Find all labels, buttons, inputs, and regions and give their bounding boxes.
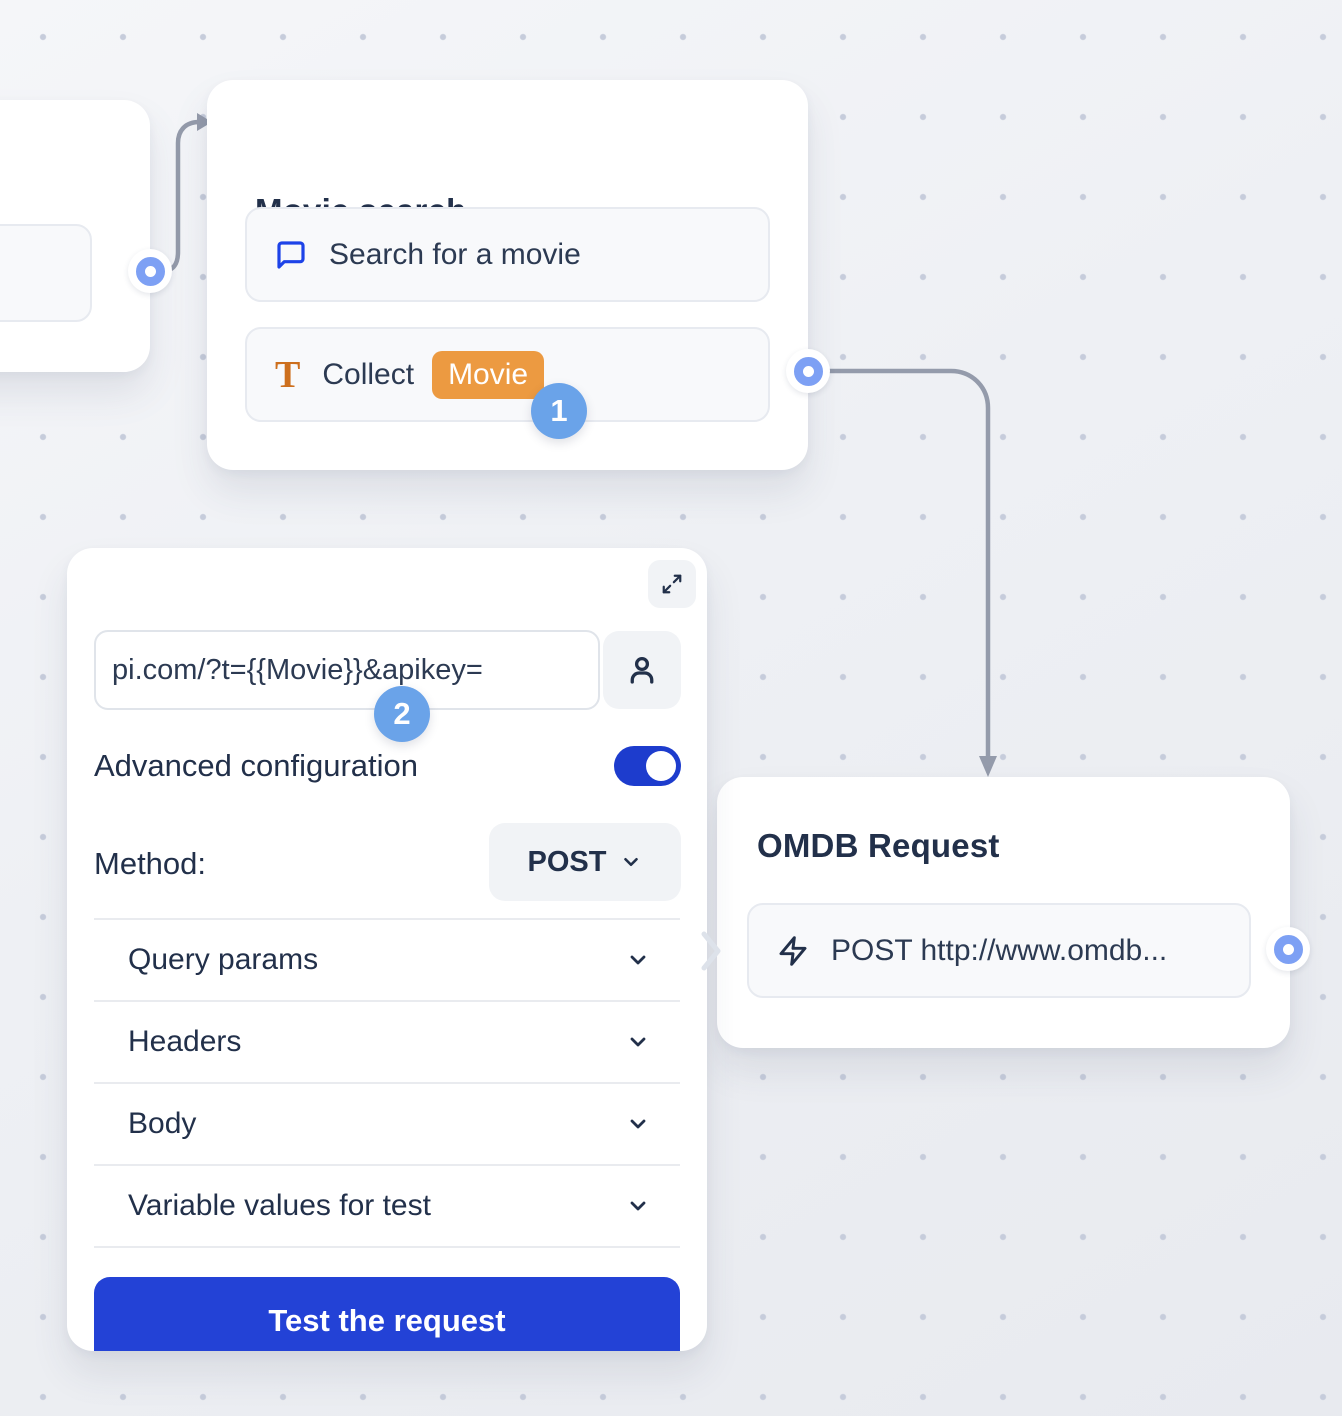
output-port-previous[interactable] [128,249,172,293]
node-omdb-request[interactable]: OMDB Request POST http://www.omdb... [717,777,1290,1048]
lightning-icon [779,935,807,966]
node-item-collect-movie[interactable]: T Collect Movie [245,327,770,422]
section-label: Query params [128,943,319,976]
chevron-down-icon [630,1201,646,1211]
item-label: Collect [322,357,415,391]
input-notch-icon [701,931,721,971]
section-label: Body [128,1107,197,1140]
node-title: OMDB Request [757,827,1000,864]
variable-badge[interactable]: Movie [432,350,545,399]
config-sections: Query params Headers Body Variable value… [94,918,680,1248]
chevron-down-icon [630,1037,646,1047]
divider [94,1246,680,1248]
node-movie-search[interactable]: Movie search Search for a movie T Collec… [207,80,808,470]
node-item-post-request[interactable]: POST http://www.omdb... [747,903,1251,998]
node-item-box[interactable] [0,224,92,322]
item-label: Search for a movie [329,237,581,271]
arrowhead-right-icon [197,113,212,131]
chevron-down-icon [624,857,639,867]
node-previous-partial[interactable] [0,100,150,372]
method-dropdown[interactable]: POST [489,823,681,901]
step-badge-2: 2 [374,686,430,742]
section-variable-values[interactable]: Variable values for test [94,1164,680,1246]
connector-previous-to-movie-search[interactable] [160,119,202,274]
port-ring-icon [1273,934,1303,964]
output-port-movie-search[interactable] [786,349,830,393]
advanced-configuration-label: Advanced configuration [94,748,419,783]
test-request-button[interactable]: Test the request [94,1277,680,1351]
step-badge-1: 1 [531,383,587,439]
port-ring-icon [135,256,165,286]
port-ring-icon [793,356,823,386]
section-label: Headers [128,1025,242,1058]
output-port-omdb[interactable] [1266,927,1310,971]
section-query-params[interactable]: Query params [94,918,680,1000]
node-item-search-for-a-movie[interactable]: Search for a movie [245,207,770,302]
person-icon [630,656,654,684]
chevron-down-icon [630,955,646,965]
connector-movie-search-to-omdb[interactable] [819,368,991,760]
toggle-knob [646,751,676,781]
text-input-icon: T [275,353,301,396]
test-request-label: Test the request [268,1303,506,1338]
method-value: POST [527,845,607,878]
chevron-down-icon [630,1119,646,1129]
item-label: POST http://www.omdb... [831,933,1168,967]
method-label: Method: [94,846,207,881]
webhook-config-panel: Advanced configuration Method: POST Quer… [67,548,707,1351]
insert-variable-button[interactable] [603,631,681,709]
section-body[interactable]: Body [94,1082,680,1164]
expand-button[interactable] [648,560,696,608]
expand-icon [662,574,682,594]
arrowhead-down-icon [979,756,997,777]
section-label: Variable values for test [128,1189,431,1222]
section-headers[interactable]: Headers [94,1000,680,1082]
chat-bubble-icon [277,240,305,269]
url-input[interactable] [94,630,600,710]
advanced-configuration-toggle[interactable] [614,746,681,786]
